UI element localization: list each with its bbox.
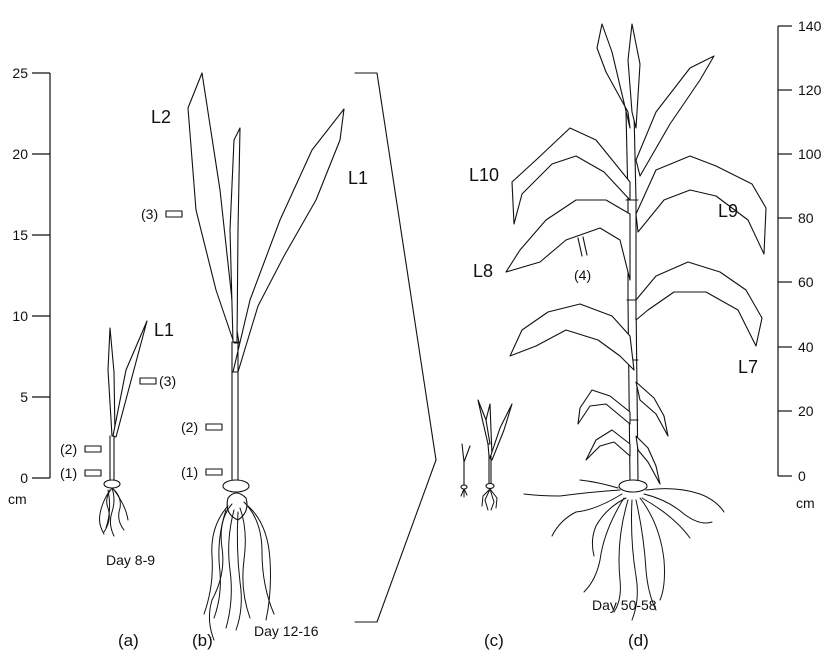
panel-b-marker-2: (2) [181,419,198,435]
panel-b-leaf-l1 [233,109,344,372]
panel-a-seed [104,480,120,488]
panel-b-label: (b) [192,631,213,650]
right-scale: 140 120 100 80 60 40 20 0 cm [778,18,822,511]
panel-d-marker-4-bracket [578,237,587,256]
left-scale-unit: cm [8,491,27,507]
left-tick-label: 20 [12,146,28,162]
panel-a-marker-1-bracket [85,470,101,476]
panel-b-root [204,506,228,614]
left-tick-label: 5 [20,389,28,405]
right-tick-label: 60 [798,274,814,290]
panel-d-marker-4: (4) [574,267,591,283]
panel-d-lower-leaf [636,382,668,436]
panel-b-root [226,510,234,628]
panel-c-small-seed [461,485,467,489]
panel-a-marker-3: (3) [159,373,176,389]
panel-b-root [248,506,271,620]
panel-b-marker-1: (1) [181,464,198,480]
right-scale-unit: cm [796,495,815,511]
panel-d-root [636,500,656,610]
panel-d-leaf-l7 [510,304,634,370]
panel-d-caption: Day 50-58 [592,597,657,613]
panel-d-leaf-right-middle [636,262,762,346]
panel-a-root [114,490,128,520]
panel-d-stalk [626,112,638,480]
panel-c-large-roots [482,489,497,510]
panel-a-marker-1: (1) [60,465,77,481]
left-tick-label: 10 [12,308,28,324]
panel-d-root [644,494,712,523]
panel-d-crown [619,480,647,492]
panel-d-leaf-label-l7: L7 [738,357,758,377]
panel-b-seed [223,480,249,492]
panel-b-leaf-label-l1: L1 [348,168,368,188]
panel-d-top-leaf [628,24,640,128]
panel-c-small-roots [461,489,467,497]
panel-a-label: (a) [118,631,139,650]
panel-d-root [640,498,665,600]
panel-b-leaf-label-l2: L2 [151,107,171,127]
panel-c-label: (c) [484,631,504,650]
panel-a-leaf-label-l1: L1 [154,320,174,340]
panel-a-marker-2-bracket [85,446,101,452]
right-tick-label: 20 [798,403,814,419]
panel-d-leaf-label-l8: L8 [473,261,493,281]
left-tick-label: 25 [12,65,28,81]
panel-c-large-seed [486,484,494,489]
panel-d-root [584,498,624,592]
panel-d-root [580,480,618,488]
panel-b-caption: Day 12-16 [254,623,319,639]
left-scale: 25 20 15 10 5 0 cm [8,65,50,507]
panel-d-root [614,500,628,612]
panel-d-lower-leaf [636,436,660,484]
panel-d-leaf-l8 [506,200,630,280]
panel-a-leaf [108,328,115,436]
panel-d-leaf-label-l10: L10 [469,165,499,185]
panel-c-small-plant [462,444,470,486]
panel-d-root [646,489,724,512]
panel-d-label: (d) [628,631,649,650]
panel-b-marker-1-bracket [206,469,222,475]
panel-d-upper-right-leaf [636,56,714,176]
panel-d-root [524,490,620,496]
panel-a-stem [110,436,114,480]
panel-d-plant [506,24,766,620]
panel-b-marker-2-bracket [206,424,222,430]
right-tick-label: 40 [798,339,814,355]
right-tick-label: 80 [798,210,814,226]
left-tick-label: 0 [20,470,28,486]
panel-b-marker-3: (3) [141,206,158,222]
panel-d-top-leaf [597,24,630,128]
panel-b-plant [188,73,344,640]
panel-a-leaf-l1 [113,321,147,437]
panel-d-root [552,494,622,536]
panel-a-plant [100,321,148,536]
panel-a-marker-2: (2) [60,441,77,457]
panel-c-plants: (c) [461,400,512,650]
right-tick-label: 100 [798,146,822,162]
panel-d-leaf-label-l9: L9 [718,201,738,221]
panel-a-caption: Day 8-9 [106,552,155,568]
panel-c-large-leaf [490,404,512,460]
panel-d-lower-leaf [586,430,630,460]
panel-d-root [642,498,690,538]
panel-d-lower-leaf [578,390,630,424]
right-tick-label: 140 [798,18,822,34]
panel-d-leaf-l9 [636,156,766,254]
left-tick-label: 15 [12,227,28,243]
right-tick-label: 120 [798,82,822,98]
panel-a-marker-3-bracket [140,378,156,384]
panel-a-root [100,490,111,534]
panel-b-root [236,512,241,630]
panel-c-large-stem [489,456,491,484]
scale-bracket [355,73,436,622]
right-tick-label: 0 [798,468,806,484]
panel-a-root [110,488,114,536]
panel-b-marker-3-bracket [166,211,182,217]
